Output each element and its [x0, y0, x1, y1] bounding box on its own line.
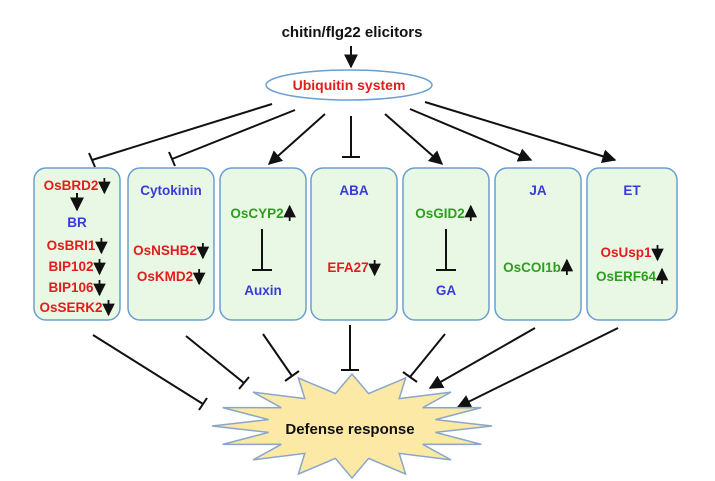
box-aba-frame — [310, 167, 398, 321]
label-br: BR — [67, 215, 87, 230]
label-auxin: Auxin — [244, 283, 282, 298]
label-osserk2: OsSERK2 — [39, 300, 102, 315]
auxin-inhibit-defense-line — [262, 333, 293, 377]
defense-label: Defense response — [285, 421, 414, 438]
cytokinin-inhibit-defense-bar — [238, 376, 250, 390]
ga-inhibit-defense-bar — [402, 371, 418, 383]
label-ga: GA — [436, 283, 457, 298]
inhibit-br-line — [91, 103, 273, 161]
et-activate-defense-arrow — [456, 327, 619, 408]
label-osbrd2: OsBRD2 — [44, 178, 99, 193]
ga-inhibit-defense-line — [409, 333, 446, 378]
activate-et-arrow — [424, 101, 617, 164]
inhibit-br-bar — [88, 152, 96, 168]
defense-connectors — [92, 325, 619, 411]
auxin-inhibit-defense-bar — [284, 370, 300, 382]
defense-starburst — [211, 372, 493, 480]
label-osbri1: OsBRI1 — [47, 238, 96, 253]
label-oserf64: OsERF64 — [596, 269, 657, 284]
box-ja: JA OsCOI1b — [494, 167, 582, 321]
box-cytokinin-frame — [127, 167, 215, 321]
label-cytokinin: Cytokinin — [140, 183, 202, 198]
activate-ga-arrow — [384, 113, 444, 165]
box-aba: ABA EFA27 — [310, 167, 398, 321]
label-osusp1: OsUsp1 — [600, 245, 652, 260]
label-osgid2: OsGID2 — [415, 206, 465, 221]
box-et-frame — [586, 167, 678, 321]
label-bip106: BIP106 — [48, 280, 94, 295]
inhibit-cytokinin-line — [171, 109, 296, 160]
activate-ja-arrow — [409, 108, 533, 162]
box-br-frame — [33, 167, 121, 321]
cytokinin-inhibit-defense-line — [185, 335, 245, 384]
ubiquitin-ellipse — [265, 69, 433, 101]
ja-activate-defense-arrow — [428, 327, 536, 389]
box-ja-frame — [494, 167, 582, 321]
label-bip102: BIP102 — [48, 259, 93, 274]
br-inhibit-defense-bar — [198, 397, 208, 411]
label-oscoi1b: OsCOI1b — [503, 260, 561, 275]
br-inhibit-defense-line — [92, 334, 204, 405]
ubiquitin-connectors — [88, 101, 617, 168]
ubiquitin-label: Ubiquitin system — [293, 77, 406, 93]
inhibit-cytokinin-bar — [168, 151, 176, 167]
label-aba: ABA — [339, 183, 368, 198]
label-oskmd2: OsKMD2 — [137, 269, 193, 284]
activate-auxin-arrow — [267, 113, 326, 165]
box-internal-links — [70, 193, 456, 271]
label-osnshb2: OsNSHB2 — [133, 243, 197, 258]
label-oscyp2: OsCYP2 — [230, 206, 283, 221]
label-et: ET — [623, 183, 641, 198]
label-efa27: EFA27 — [327, 260, 368, 275]
elicitor-label: chitin/flg22 elicitors — [282, 24, 423, 41]
label-ja: JA — [529, 183, 547, 198]
